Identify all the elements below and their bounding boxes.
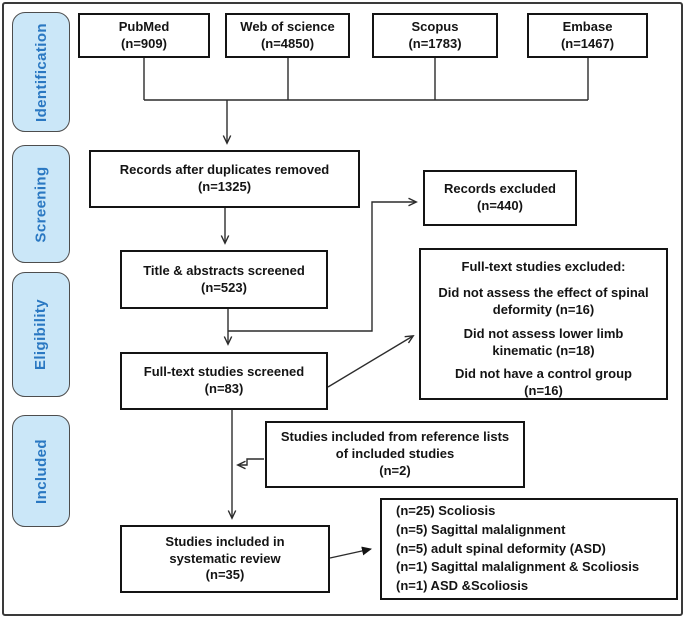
arrow-reference-to-mainline (236, 458, 264, 470)
arrow-systematic-to-results (329, 546, 372, 559)
box-fulltext-screened: Full-text studies screened (n=83) (120, 352, 328, 410)
source-pubmed-count: (n=909) (121, 35, 167, 51)
fulltext-excluded-title: Full-text studies excluded: (461, 259, 626, 274)
box-duplicates-removed: Records after duplicates removed (n=1325… (89, 150, 360, 208)
arrow-fulltext-to-excluded (327, 335, 415, 388)
results-item-1: (n=25) Scoliosis (396, 502, 496, 518)
source-wos-count: (n=4850) (260, 35, 315, 51)
source-pubmed-name: PubMed (118, 18, 170, 34)
stage-identification-label: Identification (32, 22, 50, 122)
results-item-3: (n=5) adult spinal deformity (ASD) (396, 540, 606, 556)
reference-lists-count: (n=2) (379, 462, 411, 478)
source-box-web-of-science: Web of science (n=4850) (225, 13, 350, 58)
arrow-branch-to-records-excluded (228, 197, 418, 332)
stage-screening-label: Screening (32, 165, 50, 243)
title-abstracts-count: (n=523) (201, 279, 247, 295)
box-reference-lists: Studies included from reference lists of… (265, 421, 525, 488)
source-gather-lines (143, 57, 589, 101)
records-excluded-text: Records excluded (444, 181, 556, 197)
stage-included-label: Included (32, 438, 50, 504)
reference-lists-text: Studies included from reference lists of… (280, 429, 510, 462)
source-scopus-name: Scopus (411, 18, 459, 34)
source-wos-name: Web of science (240, 18, 335, 34)
results-item-2: (n=5) Sagittal malalignment (396, 521, 566, 537)
box-results-breakdown: (n=25) Scoliosis (n=5) Sagittal malalign… (380, 498, 678, 600)
duplicates-removed-count: (n=1325) (197, 179, 252, 194)
systematic-review-count: (n=35) (205, 567, 245, 583)
fulltext-excluded-reason-2: Did not assess lower limb kinematic (n=1… (463, 325, 624, 358)
fulltext-screened-text: Full-text studies screened (143, 364, 305, 380)
results-item-5: (n=1) ASD &Scoliosis (396, 578, 529, 594)
box-records-excluded: Records excluded (n=440) (423, 170, 577, 226)
source-embase-count: (n=1467) (560, 35, 615, 51)
results-item-4: (n=1) Sagittal malalignment & Scoliosis (396, 559, 640, 575)
box-systematic-review: Studies included in systematic review (n… (120, 525, 330, 593)
source-box-scopus: Scopus (n=1783) (372, 13, 498, 58)
stage-eligibility: Eligibility (12, 272, 70, 397)
source-embase-name: Embase (562, 18, 613, 34)
source-box-embase: Embase (n=1467) (527, 13, 648, 58)
records-excluded-count: (n=440) (477, 198, 523, 213)
stage-eligibility-label: Eligibility (32, 298, 50, 371)
duplicates-removed-text: Records after duplicates removed (119, 162, 330, 178)
box-title-abstracts-screened: Title & abstracts screened (n=523) (120, 250, 328, 309)
title-abstracts-text: Title & abstracts screened (143, 262, 305, 278)
fulltext-excluded-reason-3: Did not have a control group (n=16) (455, 366, 632, 399)
fulltext-excluded-reason-1: Did not assess the effect of spinal defo… (438, 284, 649, 317)
fulltext-screened-count: (n=83) (204, 381, 244, 396)
stage-identification: Identification (12, 12, 70, 132)
stage-included: Included (12, 415, 70, 527)
stage-screening: Screening (12, 145, 70, 263)
box-fulltext-excluded: Full-text studies excluded: Did not asse… (419, 248, 668, 400)
source-box-pubmed: PubMed (n=909) (78, 13, 210, 58)
systematic-review-text: Studies included in systematic review (165, 533, 285, 566)
source-scopus-count: (n=1783) (408, 35, 462, 51)
